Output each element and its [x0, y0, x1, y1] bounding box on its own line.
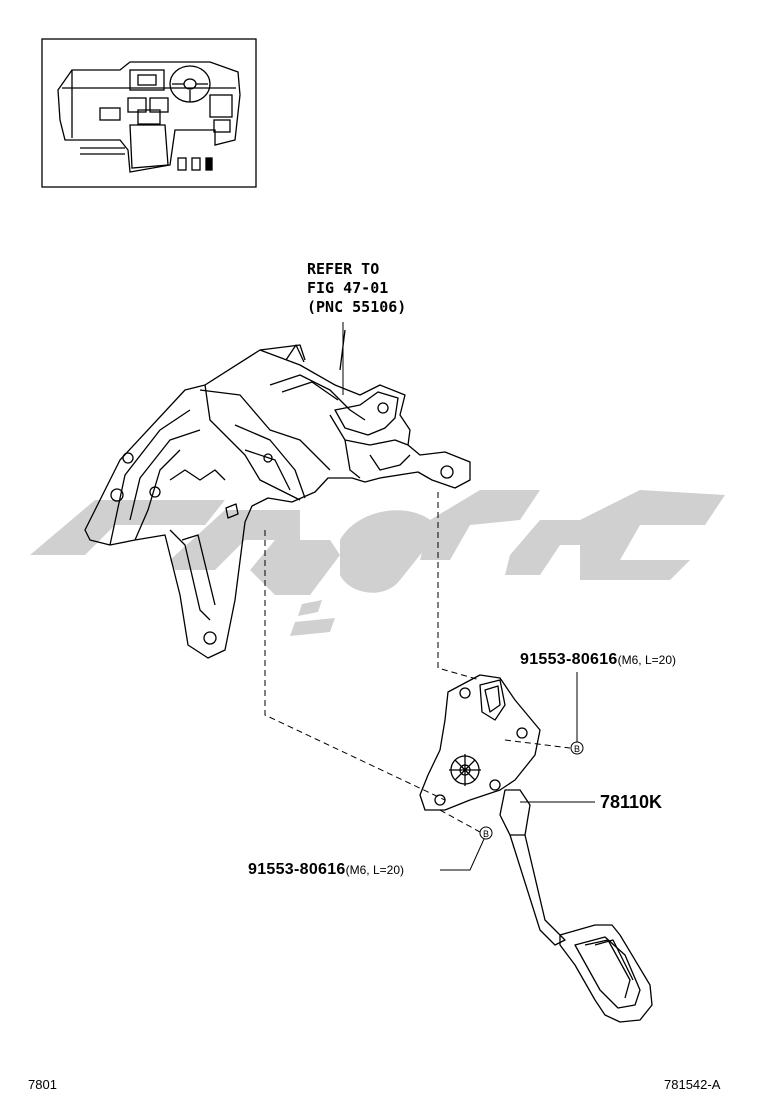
- refer-note-line3: (PNC 55106): [307, 298, 407, 316]
- bolt-upper-part-number: 91553-80616: [520, 651, 618, 668]
- bolt-lower-part-number: 91553-80616: [248, 861, 346, 878]
- marker-b-lower: [479, 826, 493, 840]
- watermark-logo: [30, 490, 725, 636]
- callout-bolt-upper: 91553-80616(M6, L=20): [520, 651, 676, 668]
- footer-left-code: 7801: [28, 1077, 57, 1092]
- accelerator-pedal: [419, 674, 653, 1023]
- dashed-guide-lines: [264, 492, 571, 833]
- locator-inset: [41, 38, 257, 188]
- pedal-bracket: [84, 329, 471, 659]
- callout-pedal-assy: 78110K: [600, 792, 663, 812]
- marker-b-upper: [570, 741, 584, 755]
- marker-b-upper-label: B: [574, 744, 580, 754]
- footer-right-code: 781542-A: [664, 1077, 721, 1092]
- bolt-lower-spec: (M6, L=20): [345, 863, 404, 877]
- refer-note-line1: REFER TO: [307, 260, 380, 278]
- marker-circles: [479, 741, 584, 840]
- leader-lines: [342, 322, 595, 871]
- marker-b-lower-label: B: [483, 829, 489, 839]
- callout-bolt-lower: 91553-80616(M6, L=20): [248, 861, 404, 878]
- refer-note-line2: FIG 47-01: [307, 279, 389, 297]
- bolt-upper-spec: (M6, L=20): [617, 653, 676, 667]
